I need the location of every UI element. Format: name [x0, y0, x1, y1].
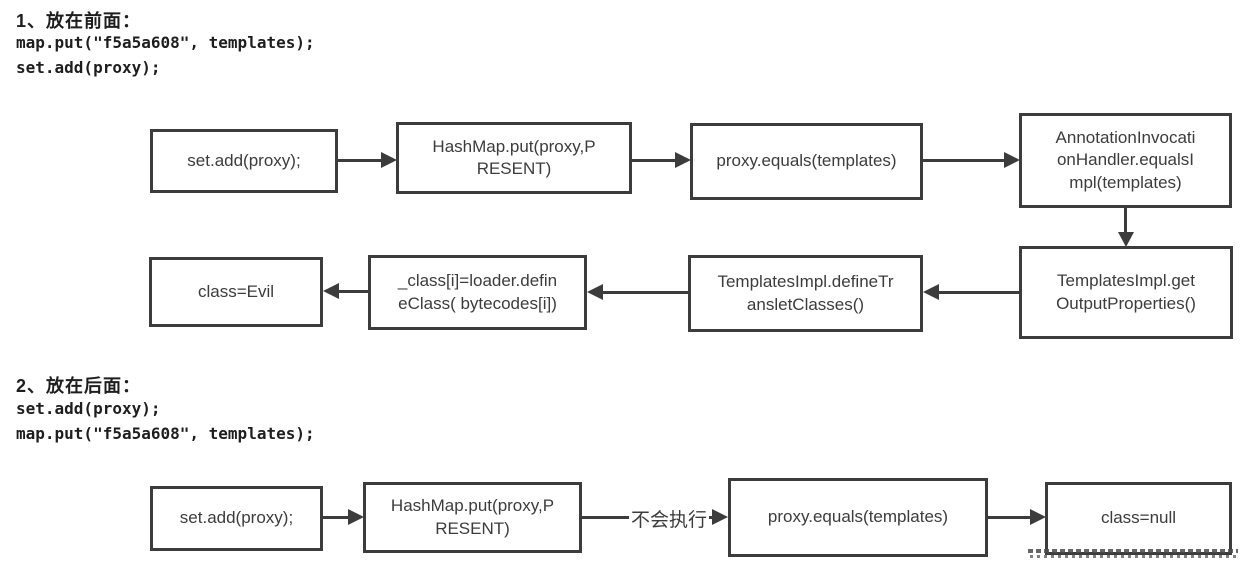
flow1-arrow-down-line [1124, 208, 1127, 233]
flow2-node-class-null: class=null [1045, 482, 1232, 555]
flow2-arrow-1-line [323, 516, 350, 519]
watermark-artifact [1028, 549, 1238, 560]
flow2-node-set-add-proxy: set.add(proxy); [150, 486, 323, 551]
flow1-node-get-output-properties: TemplatesImpl.get OutputProperties() [1019, 246, 1233, 339]
flow1-arrow-2-head-icon [675, 152, 691, 168]
flow2-edge-label-not-executed: 不会执行 [629, 505, 710, 532]
flow1-arrow-4-head-icon [923, 284, 939, 300]
flow1-arrow-6-head-icon [323, 283, 339, 299]
flow1-arrow-1-line [338, 159, 382, 162]
flow1-node-loader-define-class: _class[i]=loader.defin eClass( bytecodes… [368, 255, 587, 330]
flow1-arrow-3-head-icon [1004, 152, 1020, 168]
flow1-arrow-6-line [338, 290, 368, 293]
flow1-arrow-3-line [923, 159, 1005, 162]
flow1-arrow-down-head-icon [1118, 232, 1134, 247]
flow1-node-set-add-proxy: set.add(proxy); [150, 129, 338, 193]
flow2-arrow-3-line [988, 516, 1031, 519]
flow1-node-annotation-invocation-handler: AnnotationInvocati onHandler.equalsI mpl… [1019, 113, 1232, 208]
flow1-node-proxy-equals: proxy.equals(templates) [690, 123, 923, 200]
section1-code-line-2: set.add(proxy); [16, 58, 161, 77]
flow1-arrow-2-line [632, 159, 676, 162]
section2-heading: 2、放在后面： [16, 376, 142, 396]
flow1-arrow-5-line [602, 291, 688, 294]
flow1-node-hashmap-put: HashMap.put(proxy,P RESENT) [396, 122, 632, 194]
flow2-arrow-2-head-icon [712, 509, 728, 525]
flow2-arrow-3-head-icon [1030, 509, 1046, 525]
flow2-node-hashmap-put: HashMap.put(proxy,P RESENT) [363, 482, 582, 553]
section2-code-line-2: map.put("f5a5a608", templates); [16, 424, 315, 443]
flow2-arrow-1-head-icon [348, 509, 364, 525]
section1-heading: 1、放在前面： [16, 11, 142, 31]
flow2-node-proxy-equals: proxy.equals(templates) [728, 478, 988, 557]
flow1-node-define-translet-classes: TemplatesImpl.defineTr ansletClasses() [688, 255, 923, 332]
flow1-node-class-evil: class=Evil [149, 257, 323, 327]
flow1-arrow-5-head-icon [587, 284, 603, 300]
flow1-arrow-1-head-icon [381, 152, 397, 168]
flow1-arrow-4-line [938, 291, 1019, 294]
section2-code-line-1: set.add(proxy); [16, 399, 161, 418]
section1-code-line-1: map.put("f5a5a608", templates); [16, 33, 315, 52]
